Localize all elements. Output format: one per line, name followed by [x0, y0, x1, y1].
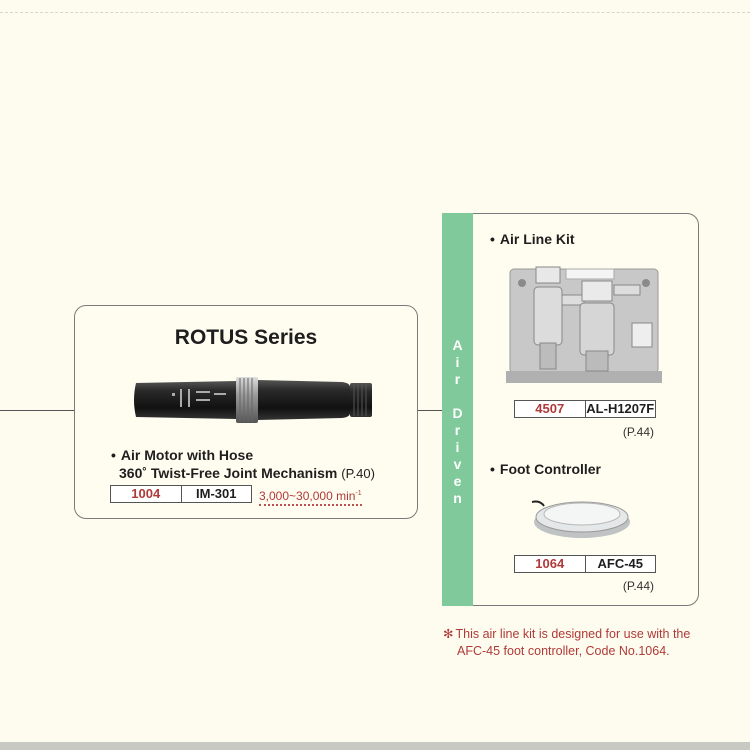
air-driven-band-letter: r — [454, 371, 461, 387]
air-driven-band-letter: A — [452, 337, 463, 353]
air-driven-band-letter: e — [453, 473, 462, 489]
air-driven-band-letter: i — [455, 354, 460, 370]
air-line-kit-code-table: 4507 AL-H1207F — [514, 400, 656, 418]
top-divider — [0, 12, 750, 13]
rotus-code-table: 1004 IM-301 — [110, 485, 252, 503]
connector-line-middle — [418, 410, 442, 411]
footnote-line-2: AFC-45 foot controller, Code No.1064. — [457, 644, 670, 658]
air-motor-with-hose-label: •Air Motor with Hose — [111, 447, 254, 463]
rotus-model: IM-301 — [196, 486, 237, 501]
air-line-kit-image — [506, 266, 662, 383]
twist-free-joint-label: 360˚ Twist-Free Joint Mechanism (P.40) — [119, 465, 375, 481]
air-line-kit-code: 4507 — [515, 401, 586, 417]
rotus-series-panel: ROTUS Series — [74, 305, 418, 519]
connector-line-left — [0, 410, 74, 411]
footnote-asterisk: ✻ — [443, 627, 454, 641]
air-driven-band-letter: n — [453, 490, 462, 506]
air-driven-band-letter: i — [455, 439, 460, 455]
foot-controller-image — [532, 500, 630, 538]
rotus-series-title: ROTUS Series — [174, 326, 318, 349]
air-motor-image — [134, 377, 372, 423]
foot-controller-model: AFC-45 — [597, 556, 643, 571]
rotus-speed-range: 3,000~30,000 min-1 — [259, 489, 362, 506]
foot-controller-code-table: 1064 AFC-45 — [514, 555, 656, 573]
foot-controller-label: •Foot Controller — [490, 461, 602, 477]
foot-controller-code: 1064 — [515, 556, 586, 572]
air-line-kit-model: AL-H1207F — [586, 401, 655, 416]
air-line-kit-label: •Air Line Kit — [490, 231, 575, 247]
footnote-line-1: This air line kit is designed for use wi… — [455, 627, 691, 641]
air-driven-band-letter: r — [454, 422, 461, 438]
air-line-kit-footnote: ✻This air line kit is designed for use w… — [443, 626, 690, 660]
air-driven-band-letter: v — [453, 456, 462, 472]
rotus-page-ref: (P.40) — [341, 466, 375, 481]
air-line-kit-page-ref: (P.44) — [622, 425, 654, 439]
bottom-strip — [0, 742, 750, 750]
foot-controller-page-ref: (P.44) — [622, 579, 654, 593]
air-driven-band-letter: D — [452, 405, 463, 421]
rotus-code: 1004 — [111, 486, 182, 502]
